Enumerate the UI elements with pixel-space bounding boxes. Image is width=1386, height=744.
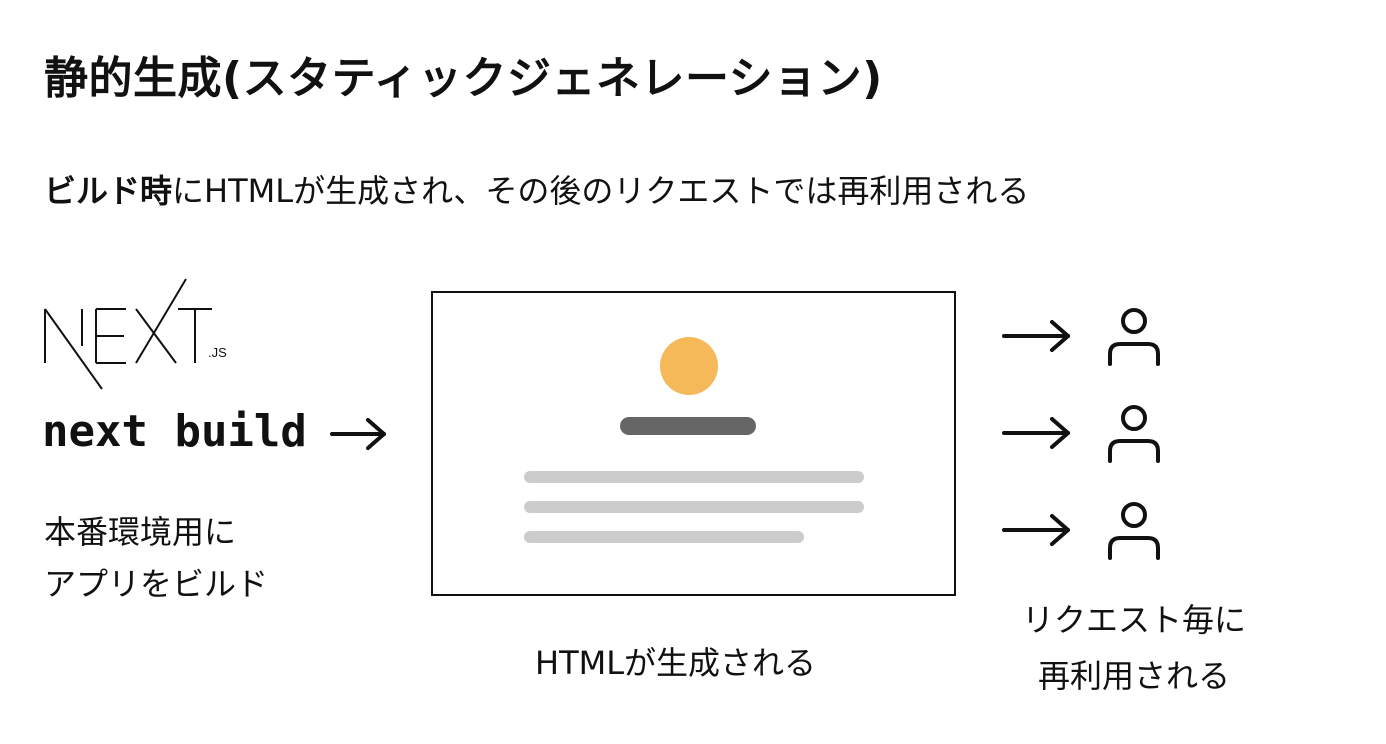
avatar-circle xyxy=(660,337,718,395)
heading-bar xyxy=(620,417,756,435)
user-caption-line: リクエスト毎に xyxy=(1021,601,1246,639)
logo-suffix: .JS xyxy=(208,345,227,360)
text-line xyxy=(524,501,864,513)
arrow-right-icon xyxy=(1002,514,1070,546)
text-line xyxy=(524,471,864,483)
user-icon xyxy=(1108,502,1160,560)
user-caption: リクエスト毎に 再利用される xyxy=(1004,592,1264,704)
user-icon xyxy=(1108,308,1160,366)
subtitle-bold: ビルド時 xyxy=(44,172,173,210)
build-description: 本番環境用に アプリをビルド xyxy=(44,506,268,610)
build-description-line: 本番環境用に xyxy=(44,513,237,551)
text-line xyxy=(524,531,804,543)
arrow-right-icon xyxy=(330,418,386,450)
user-icon xyxy=(1108,405,1160,463)
subtitle: ビルド時にHTMLが生成され、その後のリクエストでは再利用される xyxy=(44,166,1029,212)
subtitle-rest: にHTMLが生成され、その後のリクエストでは再利用される xyxy=(172,172,1030,210)
arrow-right-icon xyxy=(1002,417,1070,449)
user-caption-line: 再利用される xyxy=(1037,657,1230,695)
build-description-line: アプリをビルド xyxy=(44,565,269,603)
arrow-right-icon xyxy=(1002,320,1070,352)
generated-page-mockup xyxy=(431,291,956,596)
page-title: 静的生成(スタティックジェネレーション) xyxy=(44,53,883,104)
build-command: next build xyxy=(42,406,307,457)
nextjs-logo: .JS xyxy=(44,278,227,390)
html-caption: HTMLが生成される xyxy=(535,644,817,682)
